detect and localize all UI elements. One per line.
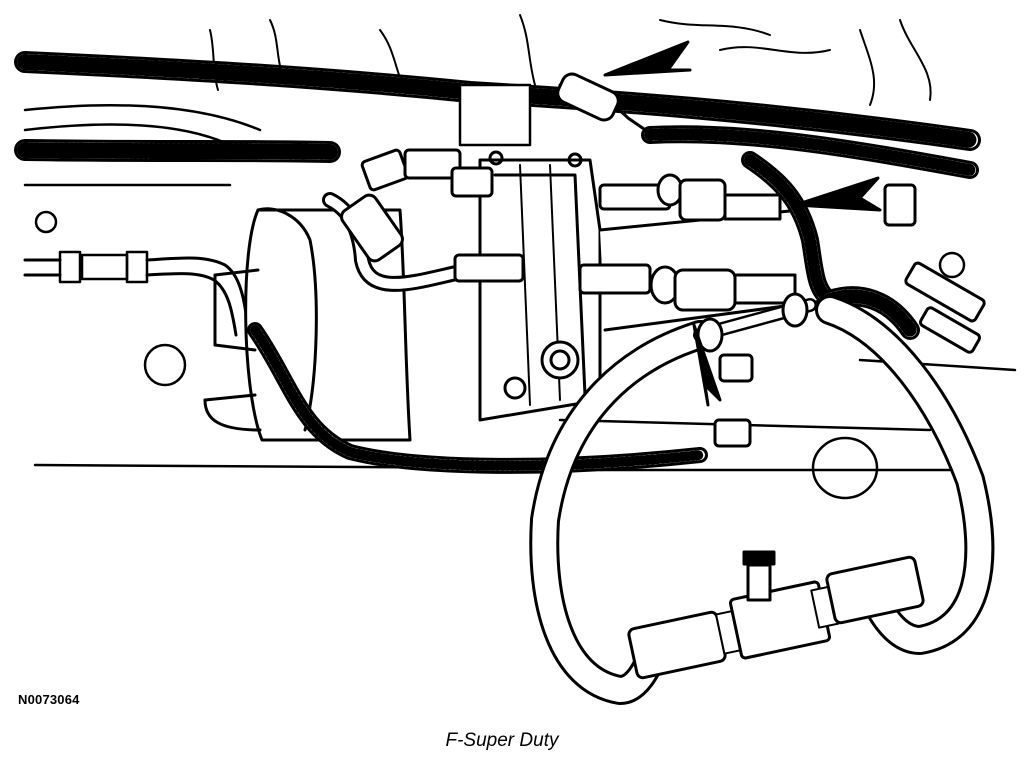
wiring-harness-top [14, 51, 981, 179]
pressure-test-hose [529, 292, 995, 705]
right-side-hardware [883, 183, 986, 354]
arrow-icon [793, 176, 882, 212]
arrow-icon [692, 323, 722, 407]
arrow-icon [556, 40, 692, 142]
tee-fitting [627, 550, 925, 680]
figure-reference-id: N0073064 [18, 692, 80, 707]
figure-caption: F-Super Duty [0, 730, 1024, 752]
figure-caption-text: F-Super Duty [445, 730, 559, 751]
fuel-connectors [322, 148, 797, 448]
engine-contour-lines [209, 14, 932, 106]
